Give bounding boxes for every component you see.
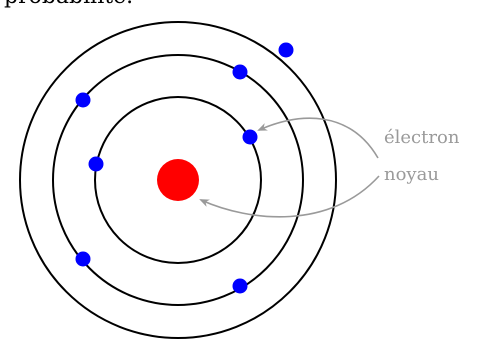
nucleus-pointer-arrow bbox=[201, 176, 379, 217]
electron-inner-2 bbox=[89, 157, 104, 172]
electron-inner-1 bbox=[243, 130, 258, 145]
electron-pointer-arrow bbox=[259, 118, 378, 158]
electron-middle-1 bbox=[233, 65, 248, 80]
electron-middle-4 bbox=[233, 279, 248, 294]
nucleus-label: noyau bbox=[384, 164, 439, 185]
electron-middle-3 bbox=[76, 252, 91, 267]
nucleus bbox=[157, 159, 199, 201]
electron-middle-2 bbox=[76, 93, 91, 108]
electron-label: électron bbox=[384, 127, 460, 148]
electron-outer-1 bbox=[279, 43, 294, 58]
